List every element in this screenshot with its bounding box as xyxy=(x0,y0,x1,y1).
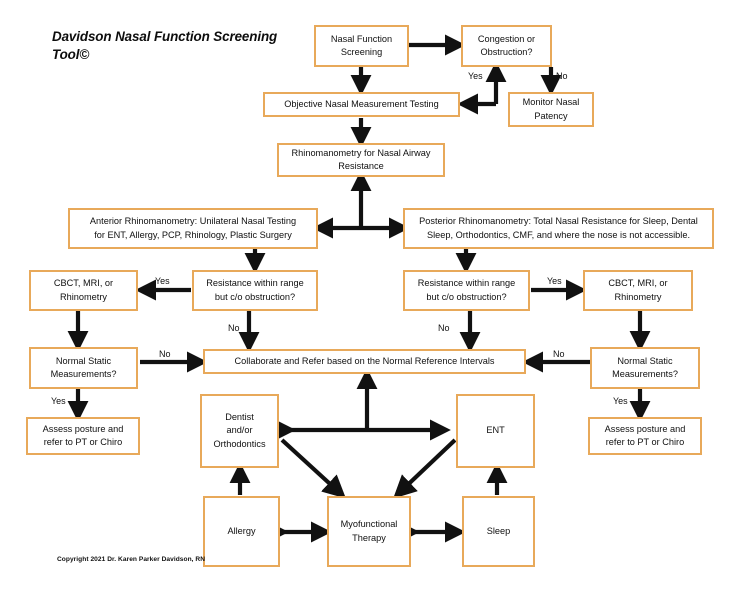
node-line: Orthodontics xyxy=(213,438,266,449)
node-line: Assess posture and xyxy=(42,423,124,434)
node-nasal-function-screening[interactable]: Nasal Function Screening xyxy=(314,25,409,67)
node-assess-posture-left[interactable]: Assess posture and refer to PT or Chiro xyxy=(26,417,140,455)
edge-label-no-static-right: No xyxy=(553,349,565,359)
node-line: Assess posture and xyxy=(604,423,686,434)
node-line: for ENT, Allergy, PCP, Rhinology, Plasti… xyxy=(94,229,292,240)
node-line: Allergy xyxy=(227,525,256,536)
node-objective-nasal-measurement-testing[interactable]: Objective Nasal Measurement Testing xyxy=(263,92,460,117)
edge-label-yes-left: Yes xyxy=(155,276,170,286)
node-line: CBCT, MRI, or xyxy=(608,278,668,289)
node-line: Sleep xyxy=(486,525,511,536)
edge-label-yes-static-left: Yes xyxy=(51,396,66,406)
node-line: Rhinometry xyxy=(614,291,662,302)
node-line: Resistance within range xyxy=(417,278,516,289)
node-line: Obstruction? xyxy=(480,47,533,57)
node-line: ENT xyxy=(486,425,505,436)
node-ent[interactable]: ENT xyxy=(456,394,535,468)
edge-label-yes-right: Yes xyxy=(547,276,562,286)
node-cbct-mri-rhinometry-left[interactable]: CBCT, MRI, or Rhinometry xyxy=(29,270,138,311)
node-line: refer to PT or Chiro xyxy=(605,437,685,447)
node-line: but c/o obstruction? xyxy=(214,291,296,302)
node-line: Normal Static xyxy=(55,355,112,366)
node-line: Myofunctional xyxy=(340,519,398,530)
edge-label-no-left: No xyxy=(228,323,240,333)
node-myofunctional-therapy[interactable]: Myofunctional Therapy xyxy=(327,496,411,567)
node-line: Monitor Nasal xyxy=(522,97,580,108)
edge-label-no-congestion: No xyxy=(556,71,568,81)
node-line: Anterior Rhinomanometry: Unilateral Nasa… xyxy=(89,216,297,227)
node-sleep[interactable]: Sleep xyxy=(462,496,535,567)
node-normal-static-measurements-right[interactable]: Normal Static Measurements? xyxy=(590,347,700,389)
edge-label-yes-congestion: Yes xyxy=(468,71,483,81)
node-line: Collaborate and Refer based on the Norma… xyxy=(234,355,495,366)
node-line: but c/o obstruction? xyxy=(426,291,507,302)
node-line: Rhinomanometry for Nasal Airway xyxy=(291,147,431,158)
node-line: Therapy xyxy=(352,532,386,543)
node-resistance-within-range-right[interactable]: Resistance within range but c/o obstruct… xyxy=(403,270,530,311)
node-line: refer to PT or Chiro xyxy=(43,437,123,447)
node-resistance-within-range-left[interactable]: Resistance within range but c/o obstruct… xyxy=(192,270,318,311)
node-line: Resistance within range xyxy=(206,278,304,289)
node-line: CBCT, MRI, or xyxy=(53,278,114,289)
node-line: Measurements? xyxy=(50,369,117,379)
edge-label-no-right: No xyxy=(438,323,450,333)
node-dentist-orthodontics[interactable]: Dentist and/or Orthodontics xyxy=(200,394,279,468)
node-line: Dentist xyxy=(225,411,254,422)
edge-label-no-static-left: No xyxy=(159,349,171,359)
node-assess-posture-right[interactable]: Assess posture and refer to PT or Chiro xyxy=(588,417,702,455)
page-title: Davidson Nasal Function Screening Tool© xyxy=(52,29,278,63)
node-line: Resistance xyxy=(338,161,384,171)
node-collaborate-and-refer[interactable]: Collaborate and Refer based on the Norma… xyxy=(203,349,526,374)
copyright-notice: Copyright 2021 Dr. Karen Parker Davidson… xyxy=(57,556,206,563)
node-line: Normal Static xyxy=(617,355,673,366)
node-line: Measurements? xyxy=(612,369,678,379)
node-rhinomanometry-nasal-airway-resistance[interactable]: Rhinomanometry for Nasal Airway Resistan… xyxy=(277,143,445,177)
node-line: Congestion or xyxy=(477,33,536,44)
node-line: Nasal Function xyxy=(330,33,393,44)
node-line: Rhinometry xyxy=(60,291,107,302)
node-line: Sleep, Orthodontics, CMF, and where the … xyxy=(427,229,690,240)
node-line: Objective Nasal Measurement Testing xyxy=(284,98,439,109)
node-anterior-rhinomanometry[interactable]: Anterior Rhinomanometry: Unilateral Nasa… xyxy=(68,208,318,249)
edge-label-yes-static-right: Yes xyxy=(613,396,628,406)
node-cbct-mri-rhinometry-right[interactable]: CBCT, MRI, or Rhinometry xyxy=(583,270,693,311)
node-line: Screening xyxy=(340,47,383,57)
node-line: Posterior Rhinomanometry: Total Nasal Re… xyxy=(419,216,698,227)
node-line: and/or xyxy=(226,425,253,436)
node-normal-static-measurements-left[interactable]: Normal Static Measurements? xyxy=(29,347,138,389)
node-monitor-nasal-patency[interactable]: Monitor Nasal Patency xyxy=(508,92,594,127)
node-posterior-rhinomanometry[interactable]: Posterior Rhinomanometry: Total Nasal Re… xyxy=(403,208,714,249)
node-line: Patency xyxy=(534,110,568,121)
node-allergy[interactable]: Allergy xyxy=(203,496,280,567)
node-congestion-or-obstruction[interactable]: Congestion or Obstruction? xyxy=(461,25,552,67)
